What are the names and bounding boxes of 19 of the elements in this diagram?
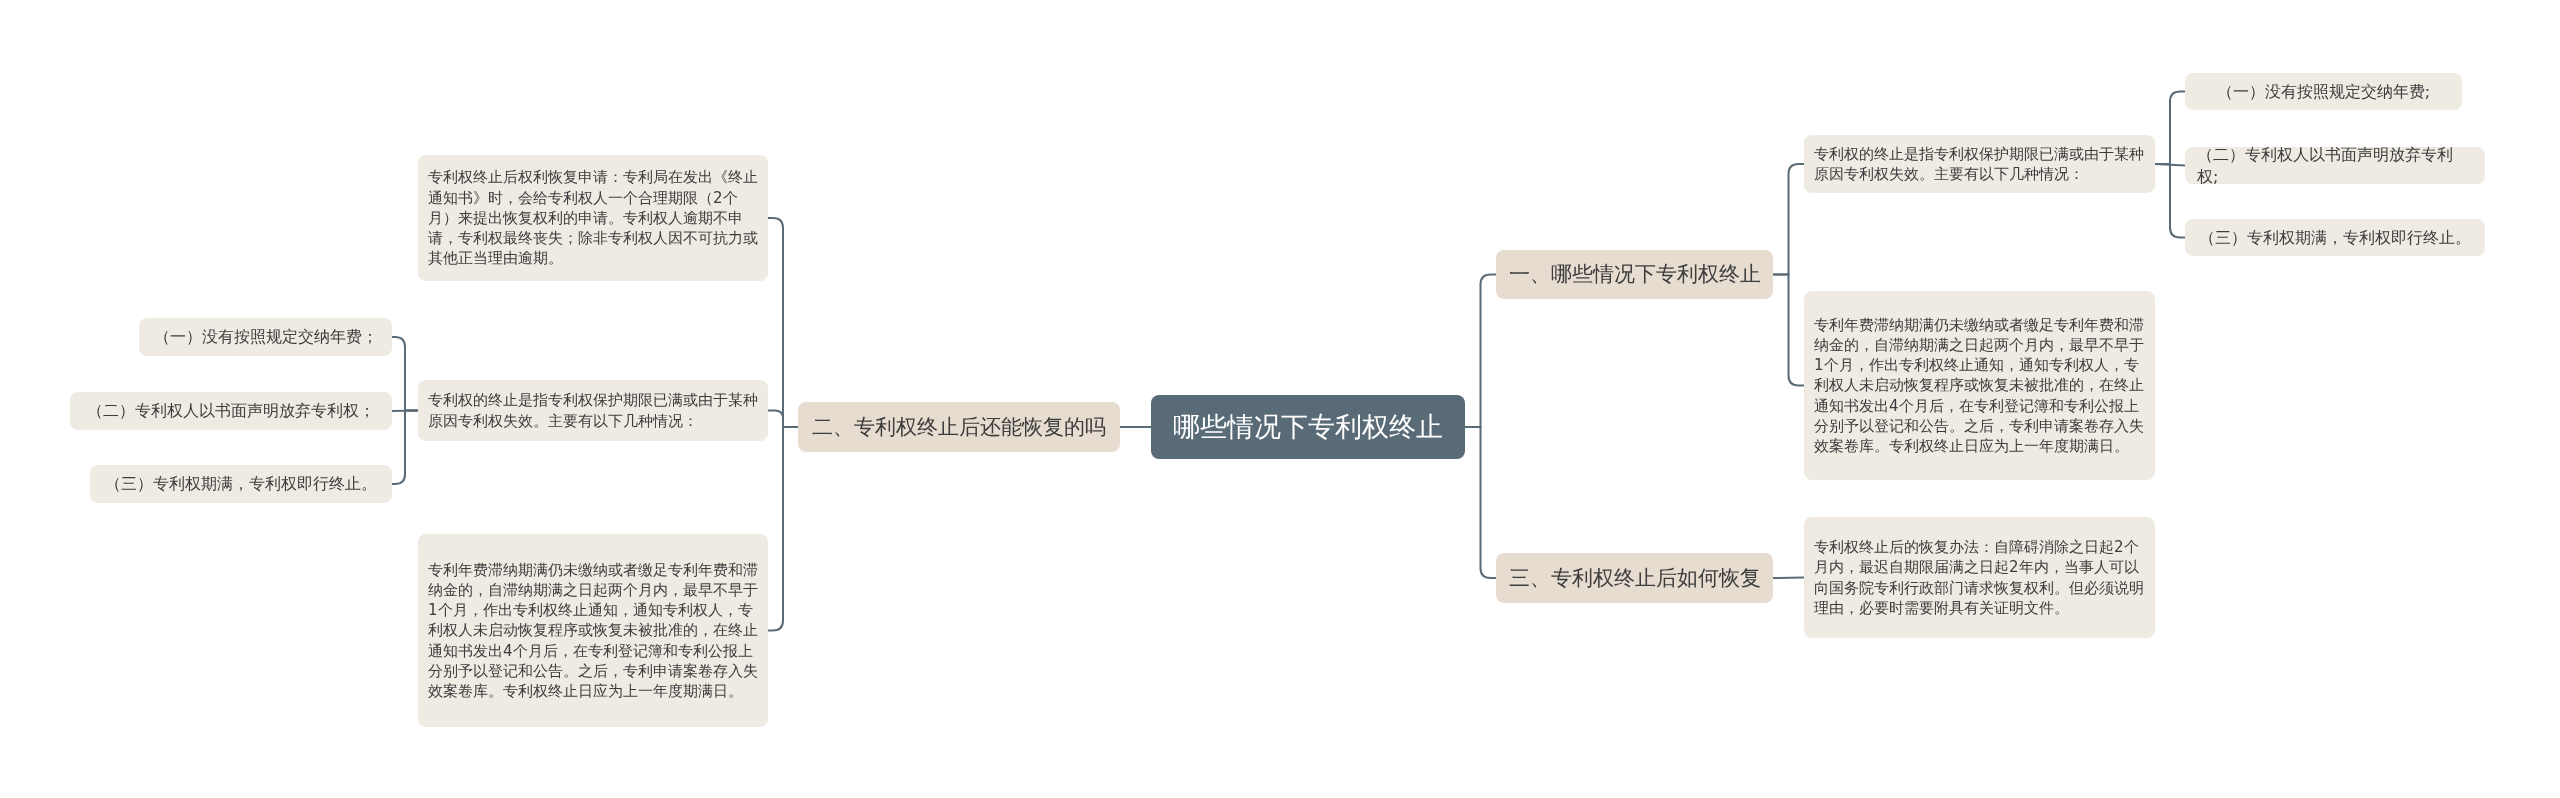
- topic-box: 二、专利权终止后还能恢复的吗: [798, 402, 1120, 452]
- connector-line: [1119, 426, 1152, 428]
- list-item-box: （三）专利权期满，专利权即行终止。: [90, 465, 392, 503]
- topic-box: 一、哪些情况下专利权终止: [1496, 250, 1773, 299]
- list-item-box: （一）没有按照规定交纳年费;: [2185, 73, 2462, 110]
- note-box: 专利年费滞纳期满仍未缴纳或者缴足专利年费和滞纳金的，自滞纳期满之日起两个月内，最早不早于1个月，作出专利权终止通知，通知专利权人，专利权人未启动恢复程序或恢复未被批准的，在终止通知书发出4个月后，在专利登记簿和专利公报上分别予以登记和公告。之后，专利申请案卷存入失效案卷库。专利权终止日应为上一年度期满日。: [1804, 291, 2155, 480]
- list-item-box: （一）没有按照规定交纳年费；: [139, 318, 392, 356]
- note-box: 专利权的终止是指专利权保护期限已满或由于某种原因专利权失效。主要有以下几种情况：: [1804, 135, 2155, 193]
- list-item-box: （二）专利权人以书面声明放弃专利权;: [2185, 147, 2485, 184]
- connector-line: [1772, 576, 1805, 579]
- note-box: 专利权终止后权利恢复申请：专利局在发出《终止通知书》时，会给专利权人一个合理期限（2个月）来提出恢复权利的申请。专利权人逾期不申请，专利权最终丧失；除非专利权人因不可抗力或其他正当理由逾期。: [418, 155, 768, 281]
- note-box: 专利权终止后的恢复办法：自障碍消除之日起2个月内，最迟自期限届满之日起2年内，当事人可以向国务院专利行政部门请求恢复权利。但必须说明理由，必要时需要附具有关证明文件。: [1804, 517, 2155, 638]
- note-box: 专利年费滞纳期满仍未缴纳或者缴足专利年费和滞纳金的，自滞纳期满之日起两个月内，最早不早于1个月，作出专利权终止通知，通知专利权人，专利权人未启动恢复程序或恢复未被批准的，在终止通知书发出4个月后，在专利登记簿和专利公报上分别予以登记和公告。之后，专利申请案卷存入失效案卷库。专利权终止日应为上一年度期满日。: [418, 534, 768, 727]
- list-item-box: （三）专利权期满，专利权即行终止。: [2185, 219, 2485, 256]
- topic-box: 三、专利权终止后如何恢复: [1496, 553, 1773, 603]
- connector-line: [391, 409, 419, 485]
- list-item-box: （二）专利权人以书面声明放弃专利权；: [70, 392, 392, 430]
- central-topic-box: 哪些情况下专利权终止: [1151, 395, 1465, 459]
- note-box: 专利权的终止是指专利权保护期限已满或由于某种原因专利权失效。主要有以下几种情况：: [418, 380, 768, 441]
